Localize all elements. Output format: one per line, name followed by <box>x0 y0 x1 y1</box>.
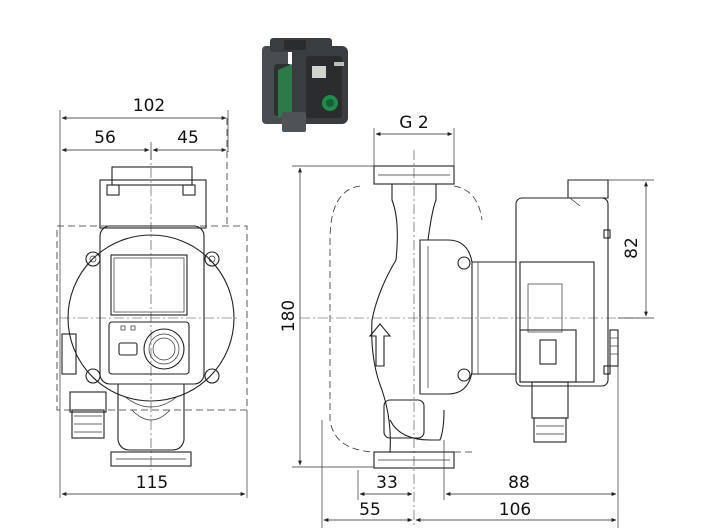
dim-55: 55 <box>359 500 381 520</box>
dim-56: 56 <box>94 128 116 148</box>
dim-88: 88 <box>508 473 530 493</box>
dim-45: 45 <box>177 128 199 148</box>
side-view <box>300 150 640 528</box>
dim-115: 115 <box>136 473 168 493</box>
dim-82: 82 <box>622 237 642 259</box>
dim-33: 33 <box>376 473 398 493</box>
pump-product-image <box>262 38 348 132</box>
dim-106: 106 <box>499 500 531 520</box>
front-view <box>56 118 248 470</box>
dim-102: 102 <box>133 96 165 116</box>
dim-180: 180 <box>279 300 299 332</box>
dim-g2: G 2 <box>399 113 428 133</box>
